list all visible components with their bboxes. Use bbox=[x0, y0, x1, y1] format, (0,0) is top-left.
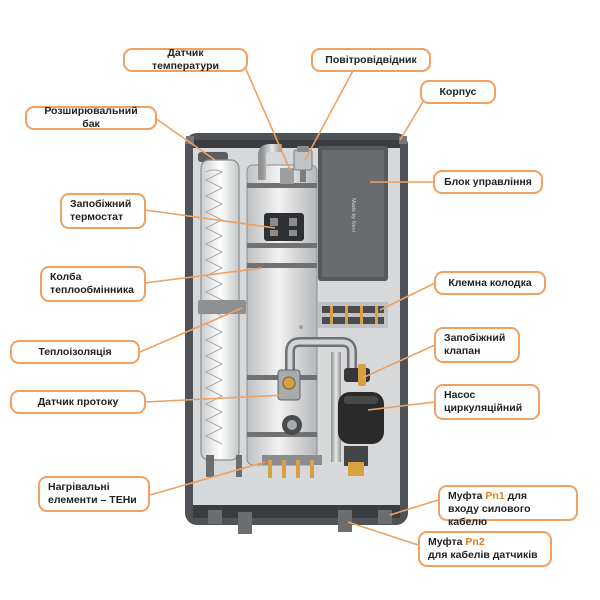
label-safety-valve: Запобіжний клапан bbox=[434, 327, 520, 363]
label-circulation-pump: Насос циркуляційний bbox=[434, 384, 540, 420]
terminal-block bbox=[318, 302, 388, 328]
label-exchanger-flask-line2: теплообмінника bbox=[50, 284, 134, 296]
label-terminal-block: Клемна колодка bbox=[434, 271, 546, 295]
label-safety-valve-line2: клапан bbox=[444, 345, 481, 357]
coupling-pn1-prefix: Муфта bbox=[448, 490, 486, 502]
label-safety-thermostat-line2: термостат bbox=[70, 211, 124, 223]
expansion-tank bbox=[198, 152, 246, 477]
label-coupling-pn1-line2: входу силового кабелю bbox=[448, 503, 531, 528]
label-pump-line1: Насос bbox=[444, 389, 476, 401]
bottom-couplings bbox=[208, 510, 392, 534]
label-housing: Корпус bbox=[420, 80, 496, 104]
leader-lines bbox=[139, 66, 439, 546]
label-heating-elements: Нагрівальні елементи – ТЕНи bbox=[38, 476, 150, 512]
label-air-vent-text: Повітровідвідник bbox=[325, 53, 417, 66]
control-unit-panel-text: Made by Nevi bbox=[350, 198, 356, 232]
label-coupling-pn1-line1: Муфта Pn1 для bbox=[448, 490, 527, 503]
heating-elements bbox=[262, 455, 322, 478]
label-coupling-pn2: Муфта Pn2 для кабелів датчиків bbox=[418, 531, 552, 567]
circulation-pump bbox=[338, 392, 384, 476]
coupling-pn1-code: Pn1 bbox=[485, 490, 505, 502]
label-exchanger-flask: Колба теплообмінника bbox=[40, 266, 146, 302]
label-safety-thermostat-line1: Запобіжний bbox=[70, 198, 132, 210]
exchanger-flask bbox=[246, 164, 318, 466]
coupling-pn2-prefix: Муфта bbox=[428, 536, 466, 548]
label-terminal-block-text: Клемна колодка bbox=[448, 276, 532, 289]
coupling-pn1-suffix: для bbox=[504, 490, 528, 502]
label-expansion-tank: Розширювальний бак bbox=[25, 105, 157, 130]
label-exchanger-flask-line1: Колба bbox=[50, 271, 82, 283]
label-flow-sensor-text: Датчик протоку bbox=[37, 395, 119, 408]
label-control-unit-text: Блок управління bbox=[444, 175, 532, 188]
label-air-vent: Повітровідвідник bbox=[311, 48, 431, 72]
label-insulation-text: Теплоізоляція bbox=[38, 345, 112, 358]
pipe-loop bbox=[285, 337, 357, 462]
control-unit: Made by Nevi bbox=[318, 146, 388, 281]
safety-thermostat bbox=[264, 213, 304, 241]
label-coupling-pn2-line1: Муфта Pn2 bbox=[428, 536, 485, 549]
label-temperature-sensor-text: Датчик температури bbox=[151, 47, 220, 72]
label-pump-line2: циркуляційний bbox=[444, 402, 523, 414]
temperature-sensor bbox=[258, 144, 294, 184]
coupling-pn2-code: Pn2 bbox=[465, 536, 485, 548]
label-safety-thermostat: Запобіжний термостат bbox=[60, 193, 146, 229]
label-insulation: Теплоізоляція bbox=[10, 340, 140, 364]
flow-sensor bbox=[277, 369, 302, 435]
label-expansion-tank-text: Розширювальний бак bbox=[44, 105, 138, 130]
label-safety-valve-line1: Запобіжний bbox=[444, 332, 506, 344]
label-housing-text: Корпус bbox=[439, 85, 477, 98]
label-temperature-sensor: Датчик температури bbox=[123, 47, 248, 72]
label-control-unit: Блок управління bbox=[433, 170, 543, 194]
label-heating-elements-line1: Нагрівальні bbox=[48, 481, 110, 493]
label-coupling-pn1: Муфта Pn1 для входу силового кабелю bbox=[438, 485, 578, 528]
label-coupling-pn2-line2: для кабелів датчиків bbox=[428, 549, 538, 561]
label-flow-sensor: Датчик протоку bbox=[10, 390, 146, 414]
label-heating-elements-line2: елементи – ТЕНи bbox=[48, 494, 137, 506]
safety-valve bbox=[344, 364, 370, 386]
